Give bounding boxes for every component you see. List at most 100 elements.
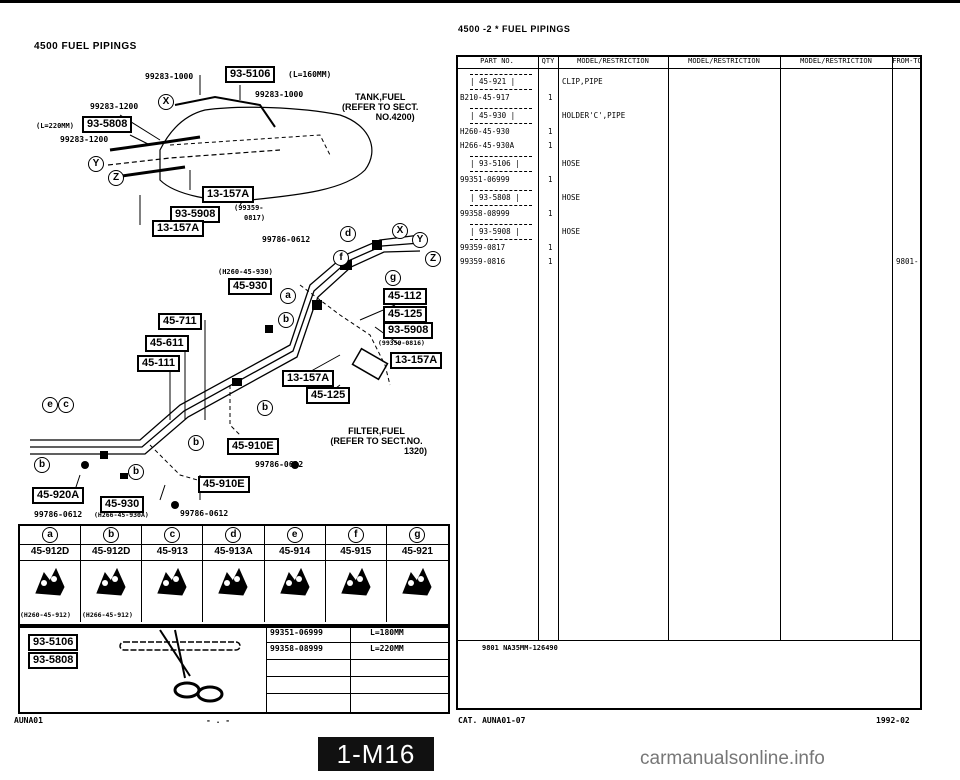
from-to: 9801- [896, 257, 919, 266]
length-label: (L=160MM) [288, 70, 332, 79]
callout-x: X [158, 94, 174, 110]
bolt-part-label: 99786-0612 [180, 509, 229, 518]
part-box: 13-157A [390, 352, 443, 369]
page-title-left: 4500 FUEL PIPINGS [34, 41, 137, 52]
part-number: | 93-5106 | [470, 159, 520, 168]
clip-note: (H260-45-912) [20, 611, 71, 619]
callout-b: b [257, 400, 273, 416]
clip-column: c 45-913 [142, 526, 204, 622]
clip-letter: a [42, 527, 59, 543]
callout-c: c [58, 397, 74, 413]
clip-icon [218, 567, 249, 596]
bolt-part-label: 99786-0612 [34, 510, 83, 519]
callout-b: b [188, 435, 204, 451]
part-box: 45-111 [137, 355, 181, 372]
description: HOSE [562, 159, 581, 168]
part-box: 45-910E [227, 438, 279, 455]
bolt-part-label: 99786-0612 [255, 460, 304, 469]
callout-e: e [42, 397, 58, 413]
part-box: 45-920A [32, 487, 85, 504]
page-tab: 1-M16 [318, 737, 434, 771]
hose-row-part: 99358-08999 [270, 644, 323, 653]
hose-table [18, 624, 450, 714]
part-box-border [470, 156, 532, 172]
clip-letter: c [164, 527, 181, 543]
part-box-border [470, 108, 532, 124]
part-box: 13-157A [202, 186, 255, 203]
part-box: 45-930 [100, 496, 145, 513]
clip-column: a 45-912D [20, 526, 82, 622]
clip-letter: g [409, 527, 426, 543]
clip-icon [96, 567, 126, 596]
page-title-right: 4500 -2 * FUEL PIPINGS [458, 24, 571, 34]
clip-part-number: 45-913A [214, 546, 253, 557]
catalog-code: CAT. AUNA01-07 [458, 716, 526, 725]
clip-part-number: 45-913 [156, 546, 188, 557]
clip-letter: d [225, 527, 242, 543]
hose-part-label: 99283-1200 [90, 102, 139, 111]
clip-part-number: 45-912D [30, 546, 70, 557]
table-header: MODEL/RESTRICTION [577, 57, 649, 65]
description: HOSE [562, 193, 581, 202]
hose-row-length: L=180MM [370, 628, 404, 637]
part-number: 99358-08999 [460, 209, 510, 218]
part-number: H260-45-930 [460, 127, 510, 136]
clip-letter: b [103, 527, 120, 543]
filter-note: FILTER,FUEL (REFER TO SECT.NO. 1320) [330, 426, 428, 456]
clip-column: g 45-921 [387, 526, 448, 622]
part-number: 99351-06999 [460, 175, 510, 184]
part-box: 93-5808 [82, 116, 133, 133]
quantity: 1 [548, 257, 553, 266]
clip-icon [35, 567, 65, 596]
description: HOSE [562, 227, 581, 236]
quantity: 1 [548, 127, 553, 136]
clip-part-number: 45-914 [279, 546, 311, 557]
table-footnote: 9801 NA35MM-126490 [482, 644, 558, 652]
part-box-border [470, 74, 532, 90]
parts-table [456, 55, 922, 710]
hose-cutting-illustration [119, 629, 241, 703]
table-header: FROM-TO [892, 57, 922, 65]
part-number: B210-45-917 [460, 93, 510, 102]
table-header: QTY [541, 57, 555, 65]
clip-note: (H266-45-912) [82, 611, 133, 619]
quantity: 1 [548, 209, 553, 218]
clip-letter: f [347, 527, 364, 543]
clip-part-number: 45-921 [401, 546, 433, 557]
clip-letter: e [286, 527, 303, 543]
table-header: PART NO. [480, 57, 514, 65]
part-box: 45-112 [383, 288, 427, 305]
hose-box: 93-5106 [28, 634, 79, 651]
hose-row-length: L=220MM [370, 644, 404, 653]
clip-part-number: 45-912D [92, 546, 131, 557]
part-number: 99359-0816 [460, 257, 506, 266]
part-box: 93-5908 [383, 322, 434, 339]
clip-icon [279, 567, 310, 596]
clip-icon [157, 567, 187, 596]
part-number: | 93-5808 | [470, 193, 520, 202]
part-box: 45-930 [228, 278, 273, 295]
part-box-border [470, 190, 532, 206]
callout-a: a [280, 288, 296, 304]
part-box-border [470, 224, 532, 240]
part-number: 99359-0817 [460, 243, 506, 252]
part-box: 13-157A [152, 220, 205, 237]
part-number: | 45-921 | [470, 77, 516, 86]
part-box: 93-5106 [225, 66, 276, 83]
callout-b: b [278, 312, 294, 328]
part-box: 45-611 [145, 335, 189, 352]
part-note: (H266-45-930A) [94, 511, 149, 519]
clip-icon [341, 567, 371, 596]
bolt-part-label: 99786-0612 [262, 235, 311, 244]
part-note: (99359- [234, 204, 264, 212]
length-label: (L=220MM) [36, 122, 74, 130]
hose-part-label: 99283-1200 [60, 135, 109, 144]
column-divider [558, 55, 559, 640]
quantity: 1 [548, 175, 553, 184]
part-number: | 93-5908 | [470, 227, 520, 236]
callout-x: X [392, 223, 408, 239]
callout-b: b [34, 457, 50, 473]
hose-part-label: 99283-1000 [145, 72, 194, 81]
callout-d: d [340, 226, 356, 242]
